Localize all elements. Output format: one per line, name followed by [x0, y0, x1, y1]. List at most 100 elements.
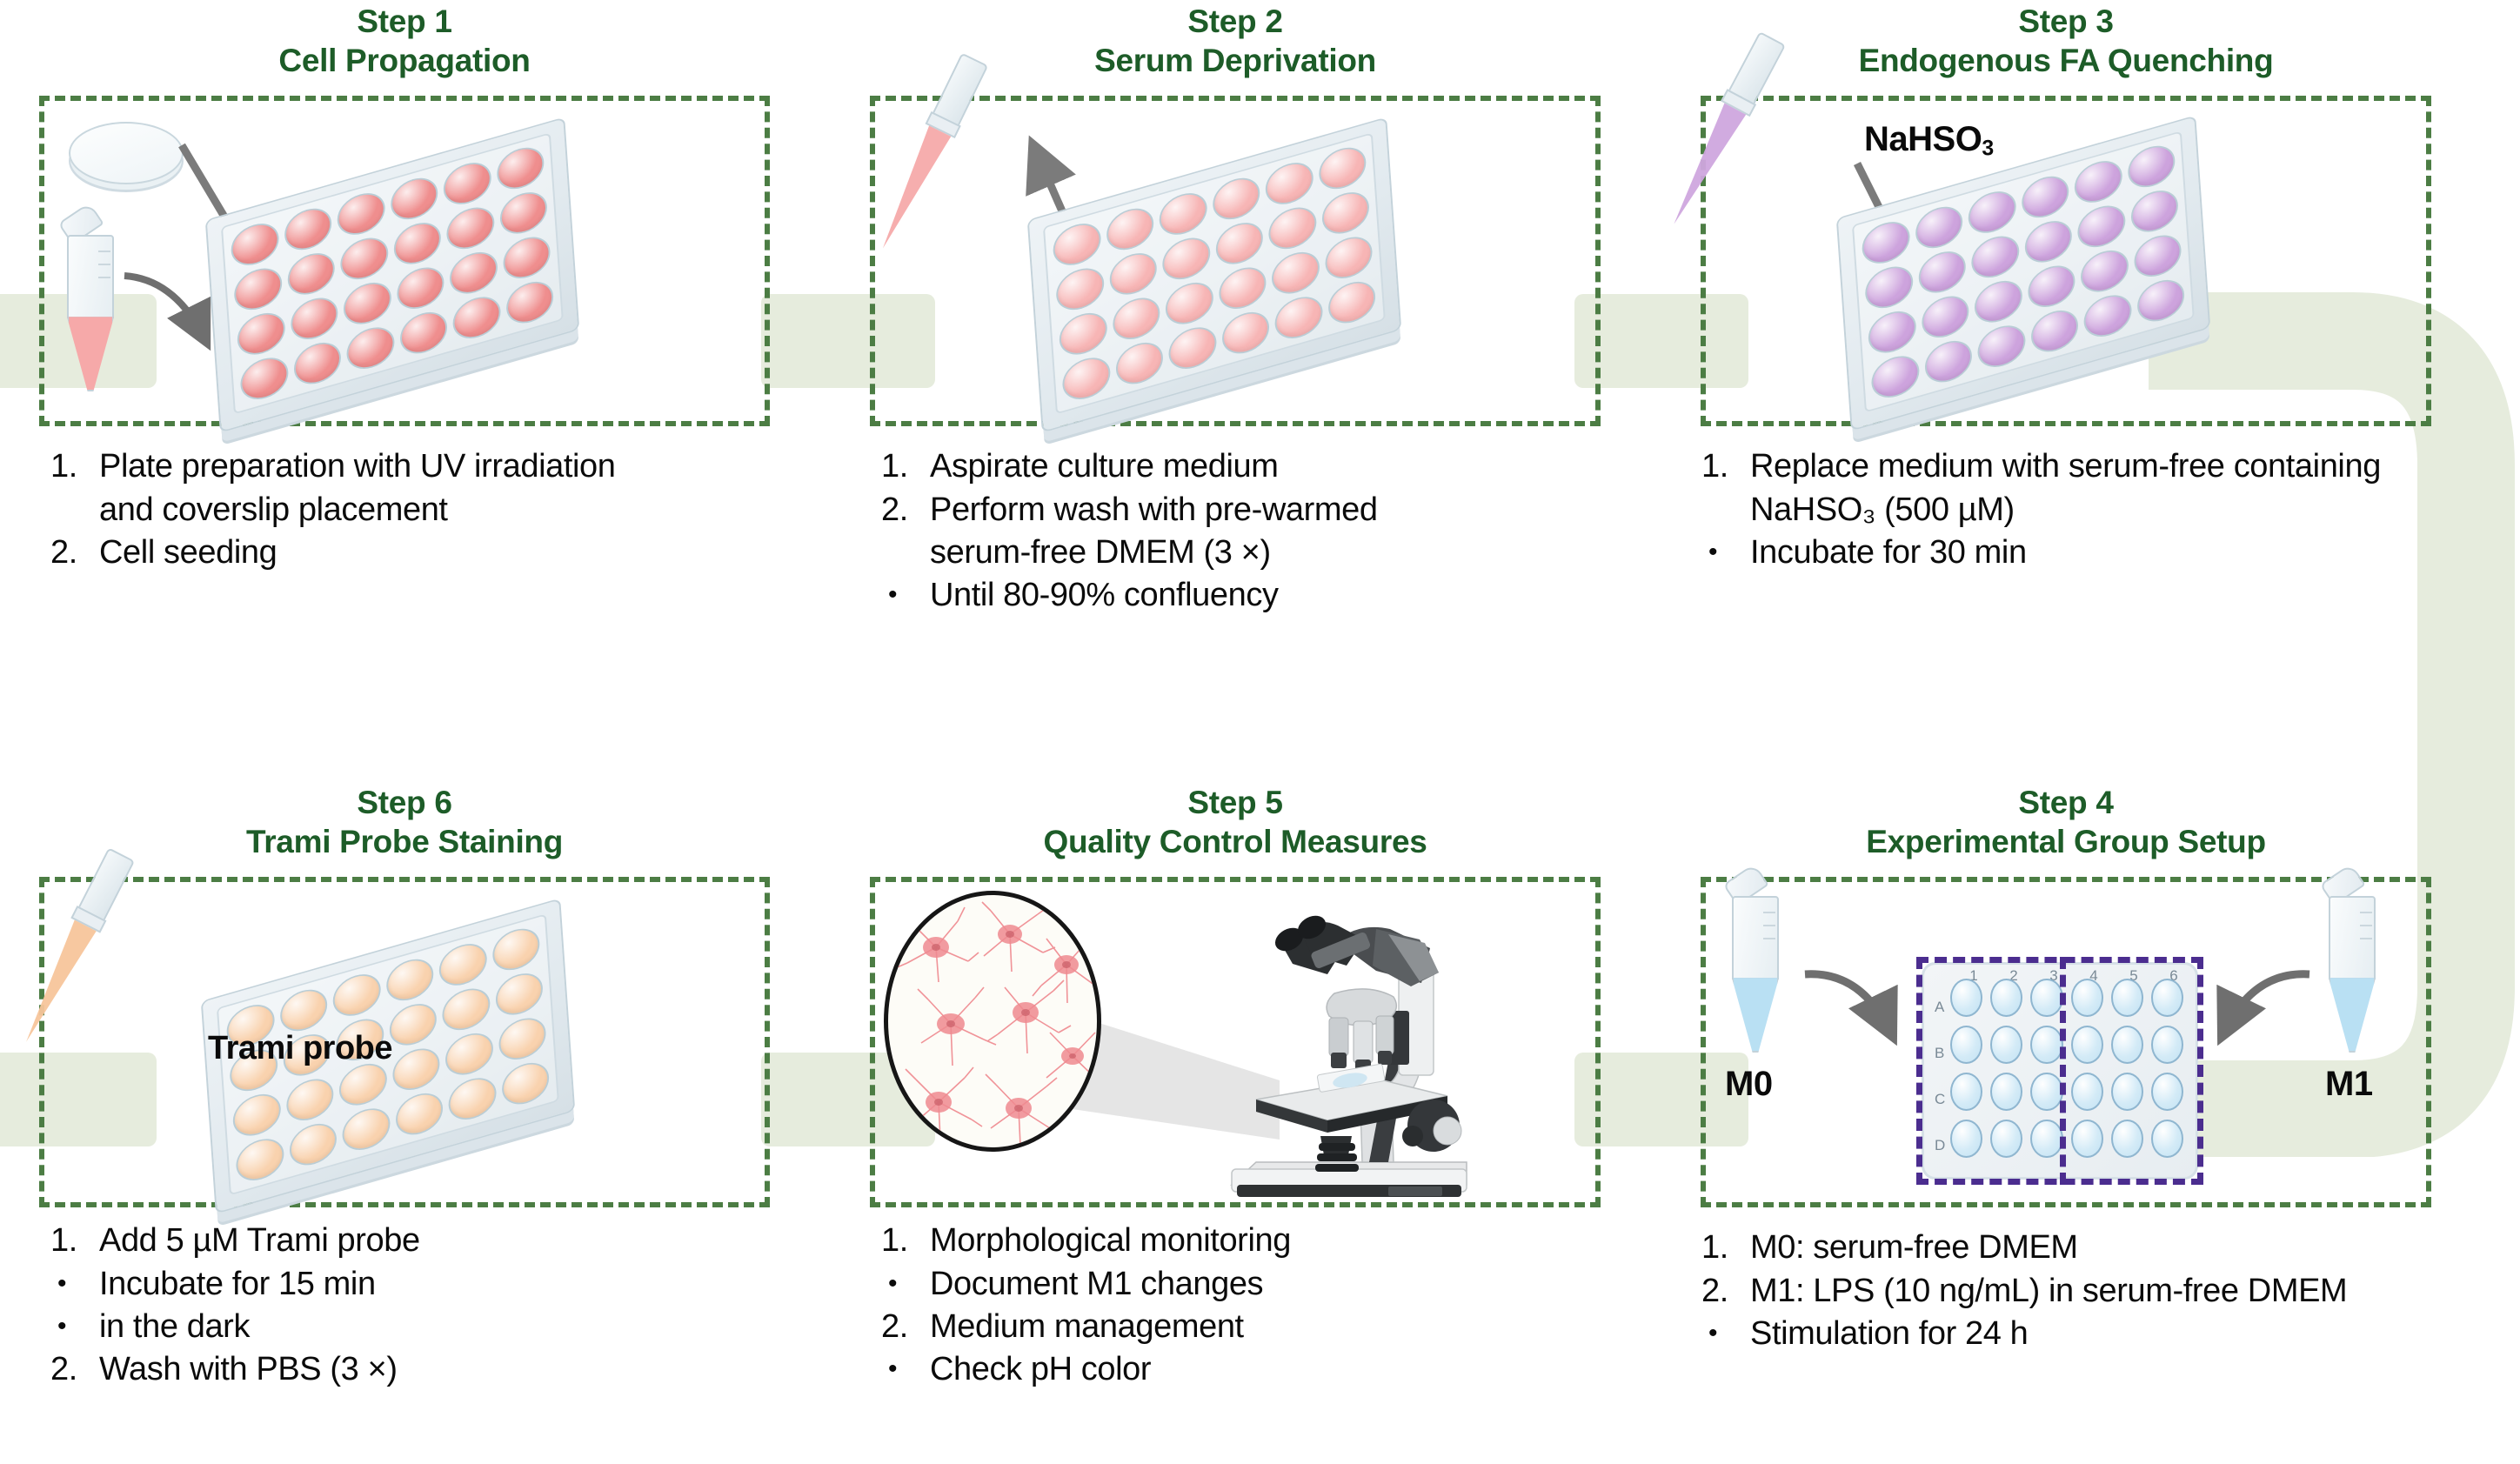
list-item: 1. M0: serum-free DMEM	[1701, 1227, 2470, 1269]
well	[342, 277, 392, 331]
well	[498, 186, 549, 240]
pipette-icon	[11, 847, 137, 1050]
list-text: M1: LPS (10 ng/mL) in serum-free DMEM	[1750, 1272, 2348, 1309]
well	[338, 232, 390, 285]
step-6-instructions: 1. Add 5 µM Trami probe • Incubate for 1…	[0, 1220, 809, 1392]
well	[2150, 1073, 2183, 1112]
step-3-illustration-panel: NaHSO3	[1663, 31, 2431, 431]
step-6-name: Trami Probe Staining	[245, 824, 564, 860]
well	[2129, 184, 2180, 238]
well	[284, 1073, 335, 1126]
list-item: • Document M1 changes	[881, 1263, 1640, 1306]
list-item: 1. Add 5 µM Trami probe	[50, 1220, 809, 1262]
list-text: Add 5 µM Trami probe	[99, 1222, 420, 1260]
well	[1950, 1073, 1983, 1112]
well	[391, 1043, 441, 1096]
connector-u-right	[2149, 292, 2515, 1157]
step-4-instructions: 1. M0: serum-free DMEM 2. M1: LPS (10 ng…	[1661, 1227, 2470, 1355]
well	[497, 1013, 548, 1066]
connector-band-left-bottom	[0, 1053, 157, 1146]
list-item: 1. Morphological monitoring	[881, 1220, 1640, 1262]
step-2-art	[872, 52, 1595, 433]
m0-tube-icon	[1718, 863, 1796, 1060]
list-text: Wash with PBS (3 ×)	[99, 1351, 398, 1388]
row-labels: A B C D	[1935, 998, 1946, 1153]
list-text: Check pH color	[930, 1351, 1152, 1388]
well	[444, 1027, 494, 1081]
step-3-instructions: 1. Replace medium with serum-free contai…	[1661, 445, 2470, 574]
well	[391, 217, 443, 271]
well	[2150, 979, 2183, 1018]
list-marker: 2.	[1701, 1272, 1728, 1309]
step-5-number: Step 5	[1187, 785, 1283, 820]
step-2-title: Step 2 Serum Deprivation	[831, 2, 1640, 80]
well	[1058, 307, 1108, 361]
list-text: Incubate for 15 min	[99, 1265, 376, 1302]
step-3-number: Step 3	[2018, 3, 2114, 39]
list-item: 2. Wash with PBS (3 ×)	[50, 1348, 809, 1391]
list-marker: 2.	[881, 1308, 908, 1346]
well	[2030, 979, 2063, 1018]
well	[1270, 246, 1320, 300]
step-panel-3: Step 3 Endogenous FA Quenching NaHSO3	[1661, 2, 2470, 574]
well	[445, 202, 496, 255]
well	[1217, 262, 1267, 315]
step-1-illustration-panel	[39, 96, 770, 433]
well	[1323, 231, 1374, 284]
well	[1950, 979, 1983, 1018]
well	[1320, 186, 1371, 240]
pipette-icon	[868, 52, 990, 256]
step-panel-5: Step 5 Quality Control Measures	[831, 783, 1640, 1392]
well	[2070, 1073, 2103, 1112]
step-4-number: Step 4	[2018, 785, 2114, 820]
list-marker: 1.	[50, 1222, 77, 1260]
well	[2030, 1120, 2063, 1159]
step-panel-1: Step 1 Cell Propagation	[0, 2, 809, 574]
list-marker: •	[888, 580, 898, 610]
list-text: Cell seeding	[99, 534, 277, 572]
step-6-number: Step 6	[357, 785, 452, 820]
list-item: 2. Medium management	[881, 1306, 1640, 1348]
list-text: Medium management	[930, 1308, 1244, 1346]
well	[1111, 292, 1161, 345]
list-item: 1. Replace medium with serum-free contai…	[1701, 445, 2470, 531]
step-6-illustration-panel: Trami probe	[15, 847, 770, 1214]
list-marker: •	[1708, 1319, 1718, 1348]
well	[2110, 979, 2143, 1018]
list-text: Incubate for 30 min	[1750, 534, 2027, 572]
list-item: • Stimulation for 24 h	[1701, 1313, 2470, 1355]
well	[1990, 1120, 2023, 1159]
well	[1107, 247, 1159, 301]
well	[1054, 263, 1106, 316]
step-3-art: NaHSO3	[1663, 31, 2426, 431]
step-3-name: Endogenous FA Quenching	[1858, 43, 2274, 79]
list-marker: 1.	[881, 448, 908, 485]
list-text: Until 80-90% confluency	[930, 577, 1279, 614]
m0-to-plate-arrow-icon	[1804, 970, 1898, 1046]
list-text: M0: serum-free DMEM	[1750, 1229, 2078, 1267]
list-marker: 1.	[1701, 448, 1728, 485]
well	[2079, 244, 2129, 298]
list-marker: •	[57, 1312, 67, 1341]
m1-label: M1	[2325, 1065, 2373, 1104]
step-4-name: Experimental Group Setup	[1866, 824, 2266, 860]
well	[1916, 245, 1968, 299]
list-item: 2. Cell seeding	[50, 531, 809, 574]
list-marker: 1.	[50, 448, 77, 485]
step-5-illustration-panel	[870, 877, 1601, 1208]
microcentrifuge-tube-icon	[53, 202, 131, 399]
trami-probe-label: Trami probe	[208, 1030, 393, 1067]
list-item: • in the dark	[50, 1306, 809, 1348]
list-text: Perform wash with pre-warmed serum-free …	[930, 491, 1378, 572]
magnification-cone	[1066, 1013, 1280, 1140]
well	[289, 292, 339, 345]
well	[2022, 215, 2074, 269]
microscope-icon	[1206, 908, 1554, 1217]
well	[2150, 1120, 2183, 1159]
step-panel-6: Step 6 Trami Probe Staining Trami probe	[0, 783, 809, 1392]
well	[1990, 1073, 2023, 1112]
well	[1990, 979, 2023, 1018]
well	[1267, 202, 1318, 255]
column-labels: 1 2 3 4 5 6	[1969, 967, 2178, 985]
coverslip-disc-icon	[69, 122, 184, 185]
